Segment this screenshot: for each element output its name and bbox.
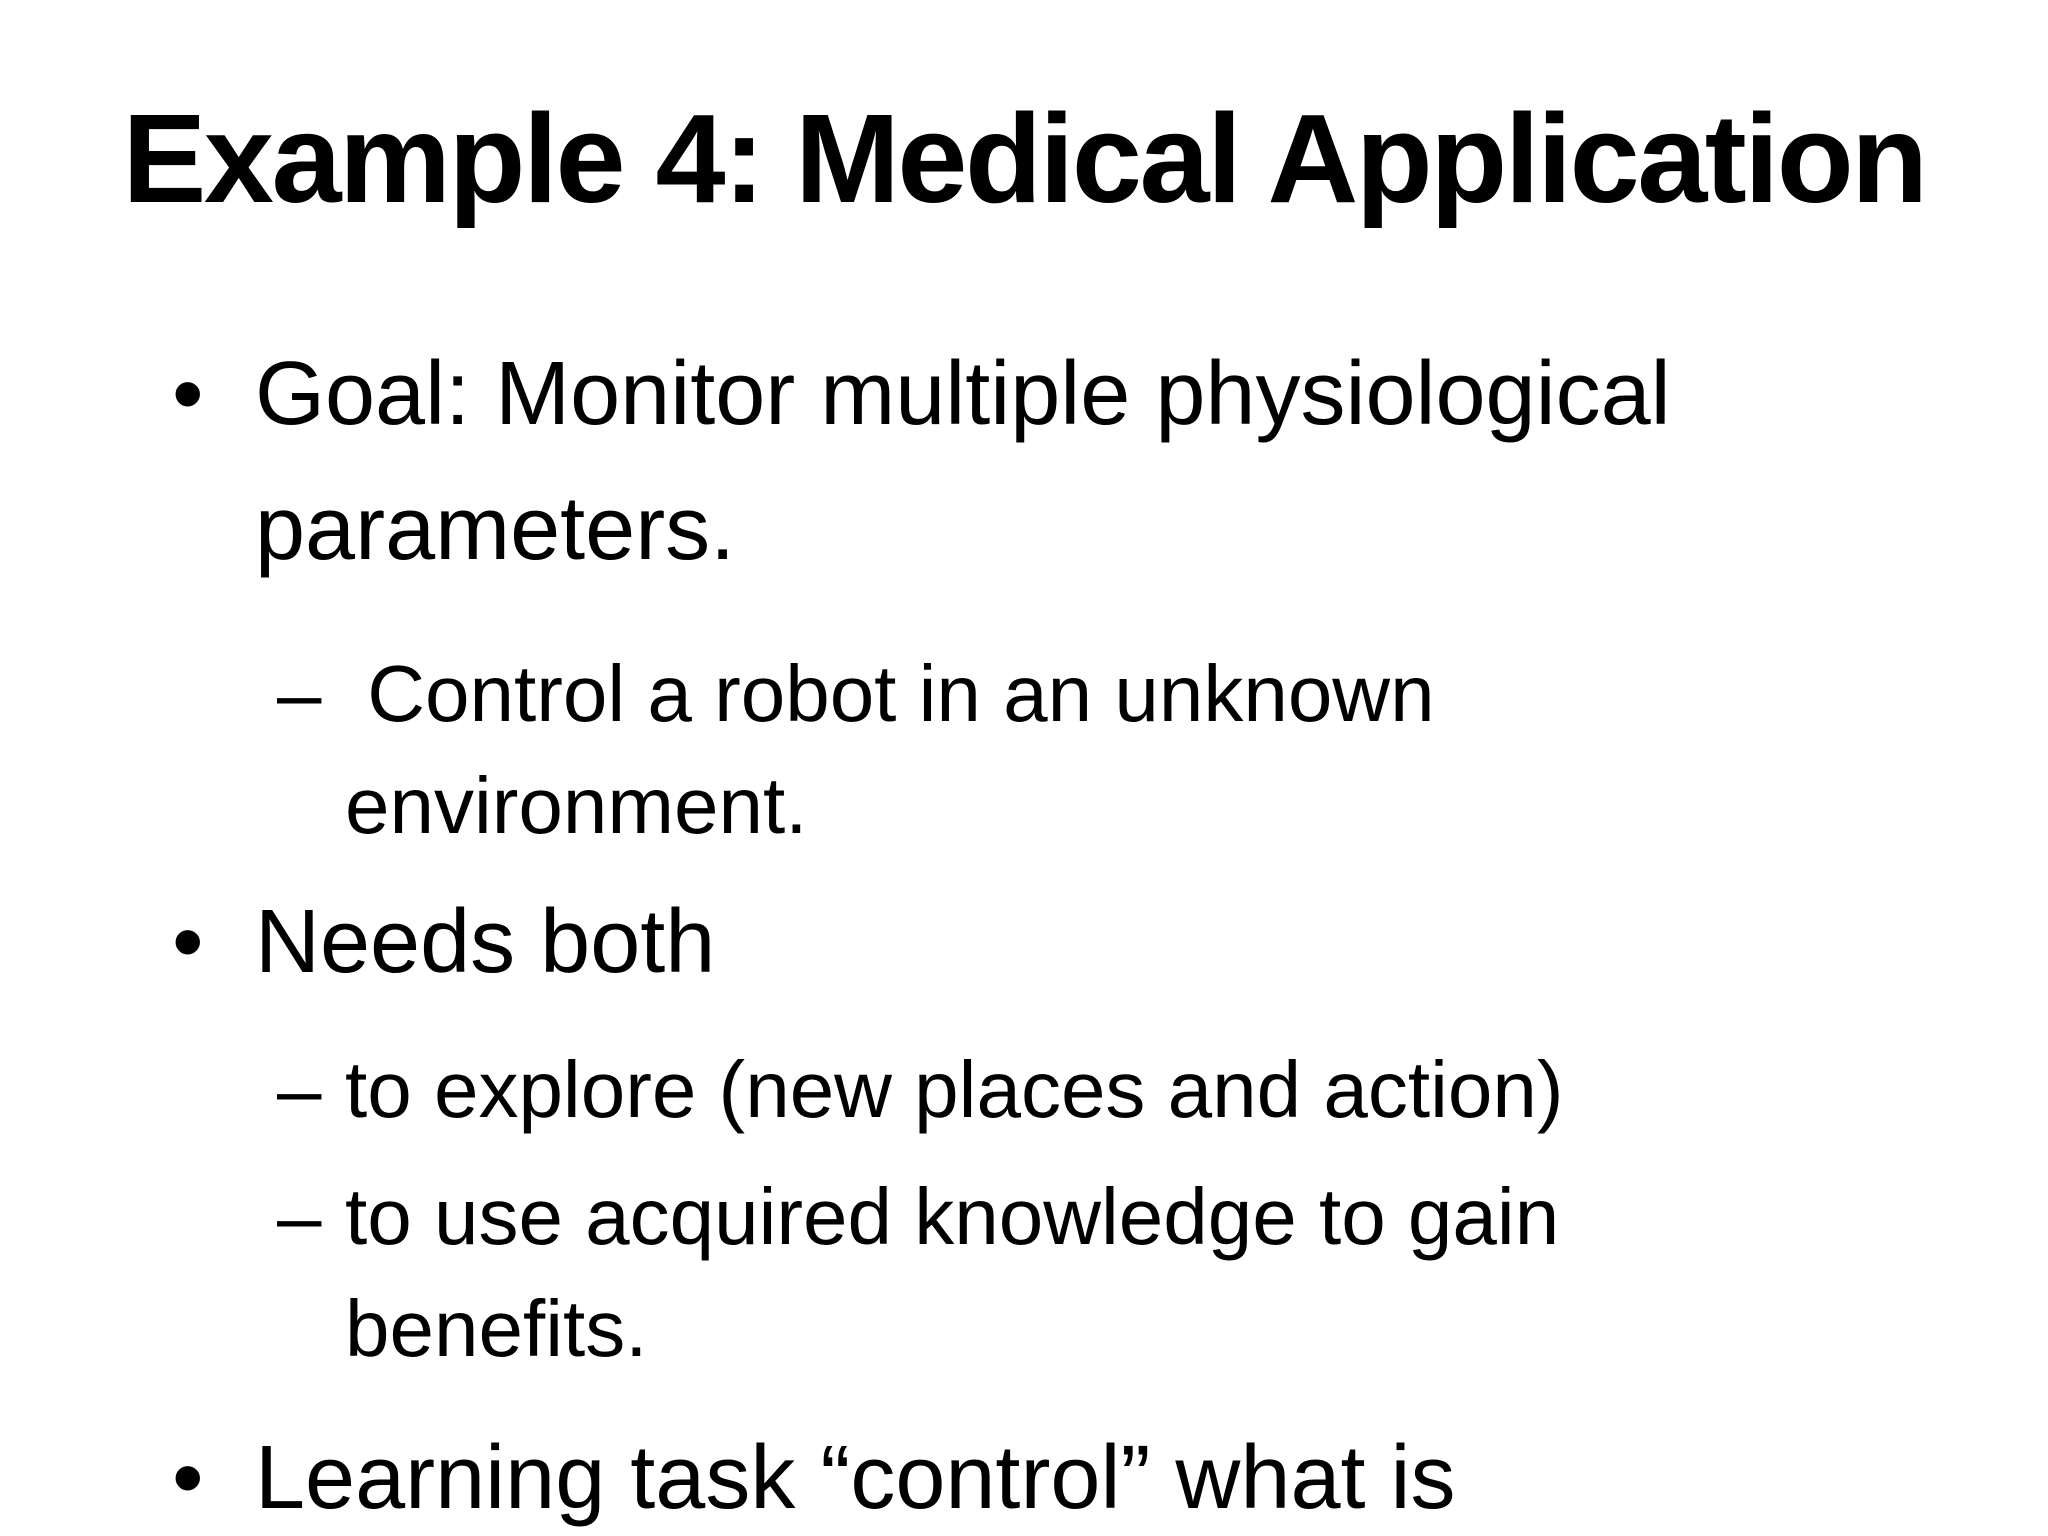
dash-icon: – — [277, 1172, 322, 1261]
bullet-text-line: to explore (new places and action) — [345, 1045, 1564, 1134]
bullet-text-line: Needs both — [255, 892, 716, 992]
sub-bullet-item-use-knowledge: – to use acquired knowledge to gain bene… — [0, 1161, 2048, 1385]
slide-title: Example 4: Medical Application — [122, 88, 1928, 229]
bullet-icon: • — [172, 344, 204, 444]
bullet-item-goal: • Goal: Monitor multiple physiological p… — [0, 327, 2048, 597]
bullet-text-line: Learning task “control” what is — [255, 1428, 1456, 1528]
bullet-icon: • — [172, 892, 204, 992]
bullet-text-line: parameters. — [255, 479, 736, 579]
dash-icon: – — [277, 1045, 322, 1134]
sub-bullet-item-control-robot: – Control a robot in an unknown environm… — [0, 638, 2048, 862]
bullet-text-line: Control a robot in an unknown — [345, 649, 1435, 738]
bullet-item-learning-task: • Learning task “control” what is — [0, 1411, 2048, 1536]
bullet-text-line: to use acquired knowledge to gain — [345, 1172, 1560, 1261]
bullet-text-line: benefits. — [345, 1284, 648, 1373]
dash-icon: – — [277, 649, 322, 738]
sub-bullet-item-explore: – to explore (new places and action) — [0, 1034, 2048, 1146]
bullet-item-needs-both: • Needs both — [0, 875, 2048, 1010]
bullet-icon: • — [172, 1428, 204, 1528]
bullet-text-line: Goal: Monitor multiple physiological — [255, 344, 1671, 444]
bullet-text-line: environment. — [345, 761, 808, 850]
